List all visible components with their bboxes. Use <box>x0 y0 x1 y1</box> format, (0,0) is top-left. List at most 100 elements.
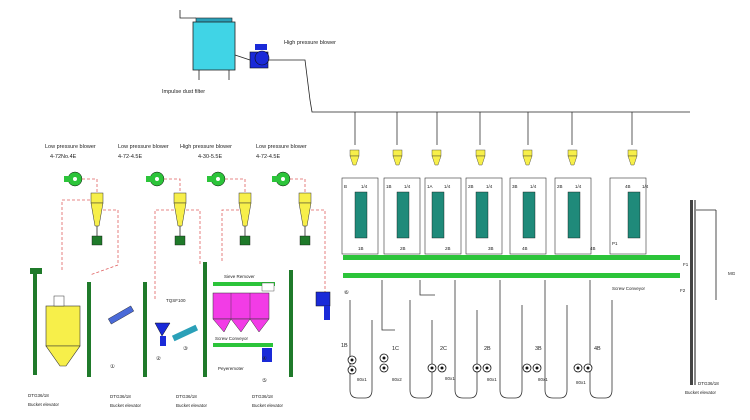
bucket-elevator-2 <box>87 282 91 377</box>
mill-cyclone-2 <box>392 149 403 166</box>
elev4-model: DTG36/18 <box>252 394 273 399</box>
mill-unit-6: 2B 1/4 4B <box>554 177 596 255</box>
mill7-bottom: P1 <box>612 241 618 246</box>
mill2-right: 1/4 <box>404 184 411 189</box>
roll-pairs <box>347 353 593 375</box>
mill-unit-2: 1B 1/4 2B <box>383 177 421 255</box>
mill5-bottom: 4B <box>522 246 528 251</box>
mill1-right: 1/4 <box>361 184 368 189</box>
cyclone-2 <box>173 192 187 246</box>
mill4-left: 2B <box>468 184 474 189</box>
elev3-model: DTG36/18 <box>176 394 197 399</box>
high-pressure-blower-label: High pressure blower <box>284 40 336 46</box>
roll-pair-4 <box>472 363 492 373</box>
impulse-filter-label: Impulse dust filter <box>162 89 205 95</box>
blower3-icon <box>207 171 226 187</box>
mill-unit-3: 1A 1/4 2B <box>424 177 462 255</box>
roll4-top: 2B <box>484 346 491 352</box>
bucket-elevator-3 <box>143 282 147 377</box>
blower4-name: Low pressure blower <box>256 144 307 150</box>
mill-cyclone-1 <box>349 149 360 166</box>
circle-num-5: ⑤ <box>262 377 267 384</box>
mill-unit-7: 4B 1/4 P1 <box>609 177 649 255</box>
elev2-model: DTG36/18 <box>110 394 131 399</box>
mill-cyclone-5 <box>522 149 533 166</box>
roll3-bottom: 80x1 <box>445 376 455 381</box>
circle-num-3: ③ <box>183 345 188 352</box>
mill-unit-5: 3B 1/4 4B <box>509 177 547 255</box>
blower3-model: 4-30-5.5E <box>198 154 222 160</box>
blower1-name: Low pressure blower <box>45 144 96 150</box>
silo-yellow <box>45 295 81 367</box>
header-pipes <box>354 112 633 145</box>
roll6-bottom: 80x1 <box>576 380 586 385</box>
elev4-name: Bucket elevator <box>252 403 284 408</box>
roll5-bottom: 80x1 <box>538 377 548 382</box>
elev1-name: Bucket elevator <box>28 402 60 407</box>
roll-pair-3 <box>427 363 447 373</box>
roll5-top: 3B <box>535 346 542 352</box>
mill3-right: 1/4 <box>444 184 451 189</box>
rh-elev-model: DTG36/18 <box>698 381 719 386</box>
inclined-conveyor <box>107 305 135 325</box>
roll-labels: 1B 80x1 1C 80x2 2C 80x1 2B 80x1 3B 80x1 … <box>341 343 601 385</box>
mill-cyclone-3 <box>431 149 442 166</box>
blower1-model: 4-72No.4E <box>50 154 77 160</box>
sieve-remover: Sieve Remover <box>213 274 275 292</box>
mill6-left: 2B <box>557 184 563 189</box>
mill3-left: 1A <box>427 184 433 189</box>
mill2-bottom: 2B <box>400 246 406 251</box>
scale-box <box>315 291 331 307</box>
blower2-icon <box>146 171 165 187</box>
mill-unit-1: B 1/4 1B <box>341 177 379 255</box>
blower2-name: Low pressure blower <box>118 144 169 150</box>
roll1-bottom: 80x1 <box>357 377 367 382</box>
tqsf-hopper <box>154 322 171 337</box>
lower-pipe-loops <box>349 280 613 399</box>
mill3-bottom: 2B <box>445 246 451 251</box>
elev2-name: Bucket elevator <box>110 403 142 408</box>
impulse-dust-filter: Impulse dust filter <box>162 17 236 95</box>
roll2-top: 1C <box>392 346 399 352</box>
mill2-left: 1B <box>386 184 392 189</box>
tqsf-label: TQSF100 <box>166 298 186 303</box>
blower1-icon <box>64 171 83 187</box>
mill-units: B 1/4 1B 1B 1/4 2B 1A 1/4 2B 2B 1/4 3B <box>341 177 649 255</box>
mill-cyclone-6 <box>567 149 578 166</box>
bucket-elevator-right: MG DTG36/18 Bucket elevator <box>685 200 736 395</box>
inclined-feeder <box>171 324 199 342</box>
f2-label: F2 <box>680 288 686 293</box>
mill1-bottom: 1B <box>358 246 364 251</box>
cyclone-4 <box>298 192 312 246</box>
mill5-right: 1/4 <box>530 184 537 189</box>
cyclone-3 <box>238 192 252 246</box>
bucket-elevator-4 <box>203 262 207 377</box>
blower-labels: Low pressure blower 4-72No.4E Low pressu… <box>45 144 307 160</box>
mill7-left: 4B <box>625 184 631 189</box>
bucket-elevator-5 <box>289 270 293 377</box>
blower2-model: 4-72-4.5E <box>118 154 142 160</box>
elev1-model: DTG36/18 <box>28 393 49 398</box>
roll-pair-1 <box>347 355 357 375</box>
rh-label: MG <box>728 271 736 276</box>
mill4-right: 1/4 <box>486 184 493 189</box>
mill6-bottom: 4B <box>590 246 596 251</box>
screw-conveyor-left-label: Screw Conveyor <box>215 336 249 341</box>
roll-pair-6 <box>573 363 593 373</box>
blower4-model: 4-72-4.5E <box>256 154 280 160</box>
circle-num-6: ⑥ <box>344 289 349 296</box>
roll2-bottom: 80x2 <box>392 377 402 382</box>
elevator-labels: DTG36/18 Bucket elevator DTG36/18 Bucket… <box>28 393 284 408</box>
peyeremoter-label: Peyeremoter <box>218 366 244 371</box>
screw-conveyors-right: Screw Conveyor F1 F2 <box>343 255 689 293</box>
circle-num-4: ④ <box>262 355 267 362</box>
mill-unit-4: 2B 1/4 3B <box>465 177 503 255</box>
sieve-remover-label: Sieve Remover <box>224 274 255 279</box>
elev3-name: Bucket elevator <box>176 403 208 408</box>
blower3-name: High pressure blower <box>180 144 232 150</box>
roll4-bottom: 80x1 <box>487 377 497 382</box>
roll-pair-2 <box>379 353 389 373</box>
circle-numbers: ① ② ③ ④ ⑤ ⑥ <box>110 289 349 384</box>
circle-num-2: ② <box>156 355 161 362</box>
mill4-bottom: 3B <box>488 246 494 251</box>
